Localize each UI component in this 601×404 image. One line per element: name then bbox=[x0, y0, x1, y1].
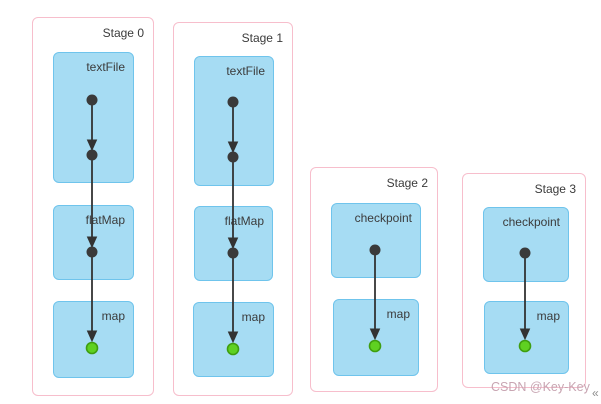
stage-3-cluster[interactable]: Stage 3 checkpoint map bbox=[462, 173, 586, 388]
rdd-end-dot[interactable] bbox=[226, 342, 240, 356]
stage-1-op-textfile: textFile bbox=[194, 56, 274, 186]
stage-0-label: Stage 0 bbox=[102, 26, 144, 40]
stage-0-op-flatmap: flatMap bbox=[53, 205, 134, 280]
corner-cursor-glyph: « bbox=[592, 386, 599, 400]
rdd-end-dot[interactable] bbox=[518, 339, 532, 353]
stage-3-op-checkpoint: checkpoint bbox=[483, 207, 569, 282]
stage-2-op-checkpoint: checkpoint bbox=[331, 203, 421, 278]
op-map-label: map bbox=[536, 309, 560, 323]
stage-2-op-map: map bbox=[333, 299, 419, 376]
stage-2-label: Stage 2 bbox=[386, 176, 428, 190]
op-flatmap-label: flatMap bbox=[85, 213, 125, 227]
stage-3-label: Stage 3 bbox=[534, 182, 576, 196]
op-checkpoint-label: checkpoint bbox=[502, 215, 560, 229]
rdd-dot[interactable] bbox=[519, 247, 531, 259]
stage-2-cluster[interactable]: Stage 2 checkpoint map bbox=[310, 167, 438, 392]
op-flatmap-label: flatMap bbox=[224, 214, 264, 228]
op-textfile-label: textFile bbox=[226, 64, 265, 78]
rdd-dot[interactable] bbox=[369, 244, 381, 256]
stage-0-op-textfile: textFile bbox=[53, 52, 134, 183]
op-map-label: map bbox=[386, 307, 410, 321]
csdn-watermark: CSDN @Key-Key bbox=[491, 380, 590, 394]
rdd-dot[interactable] bbox=[86, 246, 98, 258]
stage-1-label: Stage 1 bbox=[241, 31, 283, 45]
op-checkpoint-label: checkpoint bbox=[354, 211, 412, 225]
op-map-label: map bbox=[101, 309, 125, 323]
rdd-dot[interactable] bbox=[86, 94, 98, 106]
stage-0-op-map: map bbox=[53, 301, 134, 378]
stage-1-op-flatmap: flatMap bbox=[194, 206, 273, 281]
op-textfile-label: textFile bbox=[86, 60, 125, 74]
stage-3-op-map: map bbox=[484, 301, 569, 374]
stage-1-cluster[interactable]: Stage 1 textFile flatMap map bbox=[173, 22, 293, 396]
rdd-end-dot[interactable] bbox=[368, 339, 382, 353]
rdd-dot[interactable] bbox=[227, 247, 239, 259]
op-map-label: map bbox=[241, 310, 265, 324]
rdd-dot[interactable] bbox=[227, 151, 239, 163]
rdd-dot[interactable] bbox=[227, 96, 239, 108]
stage-0-cluster[interactable]: Stage 0 textFile flatMap map bbox=[32, 17, 154, 396]
rdd-end-dot[interactable] bbox=[85, 341, 99, 355]
stage-1-op-map: map bbox=[193, 302, 274, 377]
rdd-dot[interactable] bbox=[86, 149, 98, 161]
